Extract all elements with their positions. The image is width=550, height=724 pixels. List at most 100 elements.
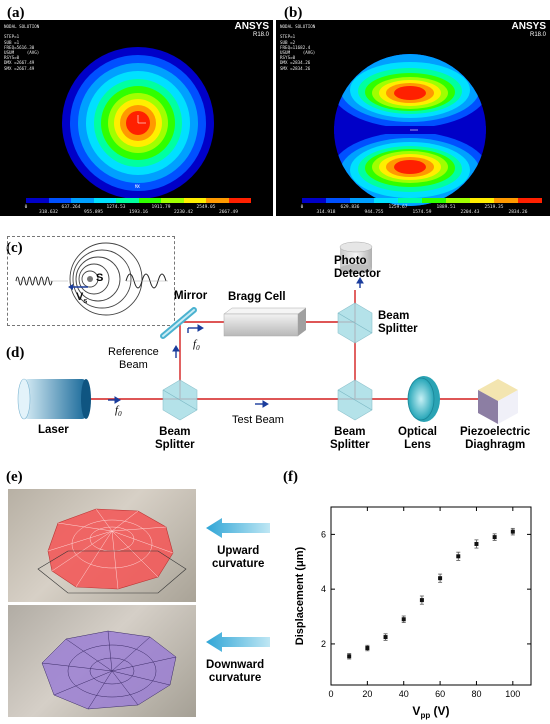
piezo-cube — [478, 379, 518, 424]
panel-label-a: (a) — [7, 5, 25, 21]
x-tick-label: 100 — [505, 689, 520, 699]
stretched-wave — [125, 273, 167, 289]
colorbar-swatch — [398, 198, 422, 203]
colorbar-tick-label: 944.755 — [364, 210, 384, 215]
colorbar-tick-label: 1889.51 — [436, 205, 456, 210]
colorbar-tick-label: 2204.43 — [460, 210, 480, 215]
velocity-label: Vs — [76, 291, 88, 306]
colorbar-tick-label: 1274.53 — [106, 205, 126, 210]
piezo-label: Piezoelectric Diaghragm — [460, 426, 531, 451]
panel-label-c: (c) — [6, 240, 23, 256]
photo-detector-label: Photo Detector — [334, 255, 381, 280]
reference-beam-label: Reference Beam — [108, 346, 159, 371]
optical-lens — [407, 376, 440, 422]
colorbar-swatch — [446, 198, 470, 203]
lobe-top — [394, 86, 426, 100]
colorbar-tick-label: 0 — [300, 205, 304, 210]
colorbar-tick-label: 2549.05 — [196, 205, 216, 210]
deform-arrows — [206, 518, 270, 652]
colorbar-swatch — [26, 198, 49, 203]
doppler-diagram — [15, 242, 168, 316]
beam-splitter-right-label: Beam Splitter — [330, 426, 370, 451]
beam-splitter-top-label: Beam Splitter — [378, 310, 418, 335]
fem-a-header: NODAL SOLUTION STEP=1 SUB =1 FREQ=5616.3… — [4, 24, 40, 71]
data-point — [419, 598, 424, 603]
lobe-bottom — [394, 160, 426, 174]
data-point — [347, 654, 352, 659]
mirror — [160, 307, 197, 339]
laser-label: Laser — [38, 424, 69, 436]
data-point — [365, 646, 370, 651]
colorbar-tick-label: 2519.35 — [484, 205, 504, 210]
beam-splitter-right — [337, 379, 373, 421]
beam-splitter-top — [337, 302, 373, 344]
f0-laser-label: f0 — [115, 404, 122, 419]
colorbar-swatch — [518, 198, 542, 203]
panel-label-d: (d) — [6, 345, 25, 361]
upward-photo — [8, 489, 196, 602]
colorbar-tick-label: 637.264 — [61, 205, 81, 210]
panel-label-f: (f) — [283, 469, 298, 485]
colorbar-swatch — [350, 198, 374, 203]
bragg-cell — [223, 307, 307, 337]
downward-mesh — [41, 630, 177, 710]
wavefronts — [69, 242, 143, 316]
colorbar-tick-label: 1259.67 — [388, 205, 408, 210]
colorbar-swatch — [494, 198, 518, 203]
source-dot — [87, 276, 93, 282]
colorbar-swatch — [326, 198, 350, 203]
beam-splitter-left-label: Beam Splitter — [155, 426, 195, 451]
fem-b-header: NODAL SOLUTION STEP=1 SUB =2 FREQ=11682.… — [280, 24, 316, 71]
y-axis-label: Displacement (μm) — [294, 546, 306, 645]
direction-arrows — [108, 277, 364, 408]
colorbar-swatch — [161, 198, 184, 203]
fem-b-colorbar — [302, 198, 542, 203]
colorbar-swatch — [206, 198, 229, 203]
colorbar-swatch — [228, 198, 251, 203]
colorbar-tick-label: 0 — [24, 205, 28, 210]
x-tick-label: 80 — [471, 689, 481, 699]
source-label: S — [96, 272, 104, 284]
colorbar-tick-label: 1911.79 — [151, 205, 171, 210]
mirror-label: Mirror — [174, 290, 208, 302]
colorbar-swatch — [302, 198, 326, 203]
optical-setup — [17, 241, 518, 424]
x-tick-label: 20 — [362, 689, 372, 699]
y-tick-label: 2 — [321, 639, 326, 649]
laser-source — [17, 378, 91, 420]
arrow-left-upward — [206, 518, 270, 538]
y-tick-label: 6 — [321, 529, 326, 539]
colorbar-swatch — [93, 198, 116, 203]
colorbar-swatch — [48, 198, 71, 203]
colorbar-swatch — [138, 198, 161, 203]
test-beam-label: Test Beam — [232, 414, 284, 426]
colorbar-tick-label: 2834.26 — [508, 210, 528, 215]
x-axis-label: Vpp (V) — [412, 704, 449, 720]
data-point — [383, 635, 388, 640]
fem-a-contour — [62, 47, 214, 199]
colorbar-swatch — [183, 198, 206, 203]
colorbar-swatch — [374, 198, 398, 203]
upward-mesh — [37, 508, 187, 594]
downward-curvature-label: Downward curvature — [206, 659, 265, 684]
arrow-left-downward — [206, 632, 270, 652]
doppler-inset: S Vs — [7, 236, 175, 326]
velocity-arrowhead — [68, 284, 73, 290]
upward-curvature-label: Upward curvature — [212, 545, 265, 570]
y-tick-label: 4 — [321, 584, 326, 594]
bragg-cell-label: Bragg Cell — [228, 291, 286, 303]
colorbar-tick-label: 955.895 — [84, 210, 103, 215]
data-point — [474, 541, 479, 546]
fem-a-mx-mark: MX — [135, 184, 140, 189]
data-point — [456, 554, 461, 559]
data-point — [401, 617, 406, 622]
fem-panel-a: NODAL SOLUTION STEP=1 SUB =1 FREQ=5616.3… — [0, 20, 273, 216]
photo-detector — [339, 241, 373, 274]
beam-splitter-left — [162, 379, 198, 421]
plot-frame — [330, 506, 532, 686]
fem-a-colorbar — [26, 198, 251, 203]
x-tick-label: 40 — [399, 689, 409, 699]
